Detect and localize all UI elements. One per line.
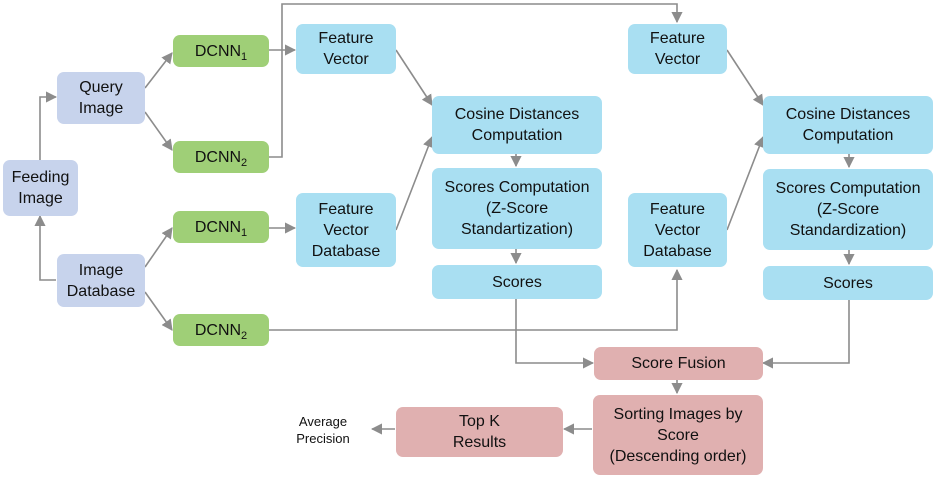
node-label: Scores	[492, 273, 542, 291]
arrow-dcnn2-to-feature-vector-2	[269, 3, 683, 158]
arrow-feeding-to-query	[39, 91, 58, 160]
node-label: DCNN2	[194, 320, 248, 342]
dcnn1-db-node: DCNN1	[173, 211, 269, 243]
image-database-node: Image Database	[57, 254, 145, 307]
cosine-distances-node-1: Cosine Distances Computation	[432, 96, 602, 154]
arrow-database-to-dcnn1	[144, 227, 173, 268]
node-label: Computation	[471, 127, 563, 144]
node-label: Database	[311, 242, 381, 260]
feature-vector-database-node-2: Feature Vector Database	[628, 193, 727, 267]
feeding-image-node: Feeding Image	[3, 160, 78, 216]
arrow-feature-vector-2-to-cosine-2	[726, 49, 764, 106]
node-label: Standartization)	[460, 221, 574, 238]
node-label: DCNN1	[194, 217, 248, 239]
dcnn-subscript: 1	[241, 226, 248, 239]
node-label: Feature	[318, 200, 374, 218]
node-label: Query	[79, 79, 123, 96]
node-label: Vector	[323, 221, 369, 239]
node-label: Database	[643, 242, 712, 260]
node-label: Average	[298, 414, 348, 429]
node-label: Feature	[649, 200, 706, 218]
feature-vector-node-1: Feature Vector	[296, 24, 396, 74]
query-image-node: Query Image	[57, 72, 145, 124]
top-k-results-node: Top K Results	[396, 407, 563, 457]
node-label: Score Fusion	[631, 355, 726, 372]
feature-vector-database-node-1: Feature Vector Database	[296, 193, 396, 267]
node-label: Feature	[318, 30, 374, 47]
node-label: Vector	[654, 51, 701, 68]
sorting-images-node: Sorting Images by Score (Descending orde…	[593, 395, 763, 475]
scores-computation-node-1: Scores Computation (Z-Score Standartizat…	[432, 168, 602, 249]
node-label: Sorting Images by	[613, 405, 743, 423]
arrow-database-to-dcnn2	[144, 291, 173, 331]
node-label: Vector	[654, 221, 701, 239]
node-label: Image	[78, 261, 124, 279]
node-label: Scores Computation	[775, 180, 921, 197]
arrow-scores-2-to-fusion	[761, 300, 850, 369]
node-label: Computation	[802, 127, 894, 144]
scores-node-1: Scores	[432, 265, 602, 299]
score-fusion-node: Score Fusion	[594, 347, 763, 380]
dcnn-subscript: 2	[241, 329, 248, 342]
node-label: Scores Computation	[444, 179, 590, 196]
dcnn2-db-node: DCNN2	[173, 314, 269, 346]
arrow-database-to-feeding	[34, 214, 56, 281]
arrow-feature-vector-to-cosine-1	[395, 49, 433, 106]
dcnn2-query-node: DCNN2	[173, 141, 269, 173]
average-precision-label: Average Precision	[276, 413, 370, 447]
dcnn-name: DCNN	[194, 148, 242, 166]
dcnn-subscript: 2	[241, 156, 248, 169]
arrow-dcnn2-to-feature-vector-db-2	[269, 268, 683, 331]
node-label: Feature	[649, 30, 706, 47]
node-label: Results	[452, 434, 507, 451]
arrow-query-to-dcnn1	[144, 52, 173, 89]
node-label: Database	[66, 282, 136, 300]
dcnn1-query-node: DCNN1	[173, 35, 269, 67]
dcnn-name: DCNN	[194, 42, 242, 60]
feature-vector-node-2: Feature Vector	[628, 24, 727, 74]
node-label: Cosine Distances	[454, 106, 580, 123]
scores-computation-node-2: Scores Computation (Z-Score Standardizat…	[763, 169, 933, 250]
node-label: (Descending order)	[609, 447, 747, 465]
node-label: Image	[18, 190, 63, 207]
node-label: (Z-Score	[816, 201, 880, 218]
node-label: Precision	[296, 431, 350, 446]
arrow-query-to-dcnn2	[144, 111, 173, 151]
dcnn-name: DCNN	[194, 218, 242, 236]
node-label: (Z-Score	[485, 200, 549, 217]
arrow-feature-vector-db-to-cosine-1	[395, 135, 434, 231]
dcnn-subscript: 1	[241, 50, 248, 63]
node-label: Standardization)	[789, 222, 907, 239]
scores-node-2: Scores	[763, 266, 933, 300]
node-label: Image	[78, 100, 124, 117]
arrow-scores-1-to-fusion	[515, 299, 595, 369]
node-label: DCNN2	[194, 147, 248, 169]
node-label: Top K	[459, 413, 500, 430]
dcnn-name: DCNN	[194, 321, 242, 339]
arrow-feature-vector-db-2-to-cosine-2	[726, 135, 765, 231]
node-label: Scores	[823, 274, 873, 292]
node-label: Cosine Distances	[785, 106, 911, 123]
node-label: Feeding	[11, 169, 70, 186]
cosine-distances-node-2: Cosine Distances Computation	[763, 96, 933, 154]
node-label: Score	[657, 426, 699, 444]
node-label: DCNN1	[194, 41, 248, 63]
node-label: Vector	[323, 51, 369, 68]
